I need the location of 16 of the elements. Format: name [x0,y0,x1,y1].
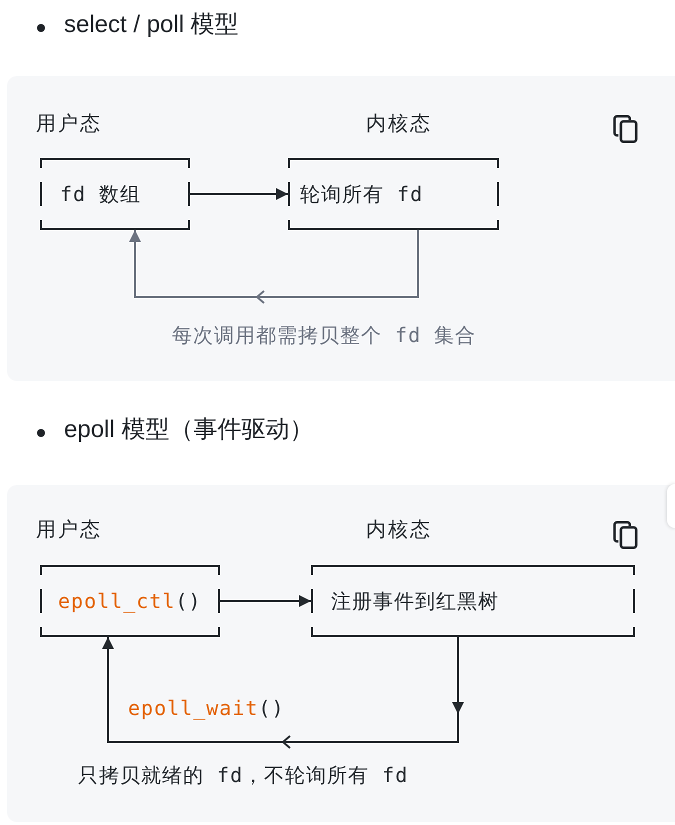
box-label: fd 数组 [60,181,142,207]
note-text: 每次调用都需拷贝整个 fd 集合 [172,322,476,349]
column-heading: 内核态 [366,516,432,543]
box-label: 注册事件到红黑树 [331,588,499,614]
list-heading: select / poll 模型 [64,10,239,40]
note-text: 只拷贝就绪的 fd，不轮询所有 fd [78,762,408,789]
list-heading: epoll 模型（事件驱动） [64,415,314,445]
process-box [40,565,220,637]
process-box [288,158,499,230]
column-heading: 用户态 [36,110,102,137]
column-heading: 用户态 [36,516,102,543]
box-label: epoll_ctl() [58,588,202,614]
column-heading: 内核态 [366,110,432,137]
box-label: 轮询所有 fd [300,181,424,207]
process-box [40,158,190,230]
process-box [311,565,635,637]
